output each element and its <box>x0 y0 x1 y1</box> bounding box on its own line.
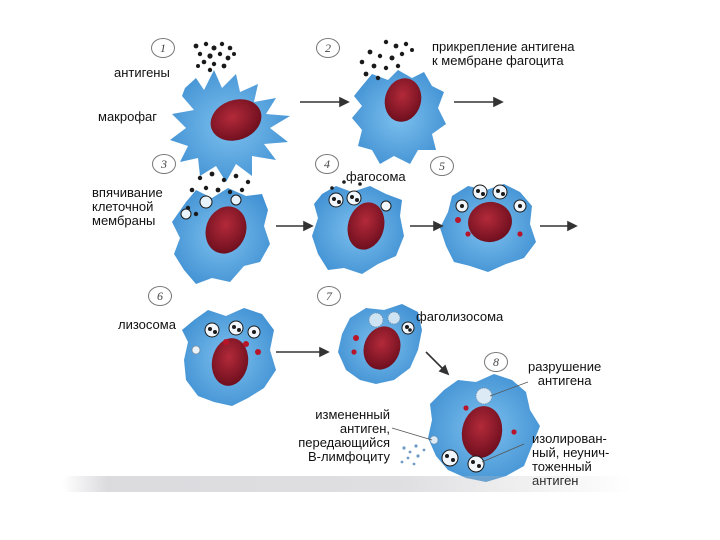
step-number-2: 2 <box>316 38 340 58</box>
arrow-4-to-5 <box>410 220 444 232</box>
pointer-modified-antigen <box>391 427 433 441</box>
arrow-2-to-next <box>454 96 504 108</box>
step-number-6: 6 <box>148 286 172 306</box>
nucleus-2 <box>384 78 422 122</box>
label-phagosome: фагосома <box>346 169 406 184</box>
arrow-1-to-2 <box>300 96 350 108</box>
scan-smudge <box>62 476 632 492</box>
step-number-1: 1 <box>151 38 175 58</box>
step-number-5: 5 <box>430 156 454 176</box>
step-number-7: 7 <box>317 286 341 306</box>
macrophage-cell-7 <box>338 304 422 384</box>
step-number-8: 8 <box>484 352 508 372</box>
step-number-4: 4 <box>315 154 339 174</box>
nucleus-3 <box>205 206 247 254</box>
nucleus-6 <box>211 338 249 386</box>
process-arrows <box>276 96 578 376</box>
label-pointers <box>391 381 529 463</box>
label-macrophage: макрофаг <box>98 109 157 124</box>
phagosomes-5 <box>455 184 527 237</box>
arrow-3-to-4 <box>276 220 314 232</box>
macrophage-cell-5 <box>440 184 536 272</box>
label-modified-antigen: измененный антиген, передающийся В-лимфо… <box>298 407 390 464</box>
label-lysosome: лизосома <box>118 317 176 332</box>
macrophage-cell-3 <box>172 188 270 284</box>
pointer-isolated-antigen <box>481 443 525 463</box>
label-destruction: разрушение антигена <box>528 359 602 388</box>
nucleus-8 <box>461 406 503 458</box>
nucleus-1 <box>210 99 262 141</box>
antigen-cluster-2 <box>359 39 414 81</box>
step-number-3: 3 <box>152 154 176 174</box>
label-phagolysosome: фаголизосома <box>416 309 504 324</box>
arrow-5-to-next <box>540 220 578 232</box>
macrophage-cell-6 <box>182 308 276 406</box>
label-antigens: антигены <box>114 65 170 80</box>
arrow-6-to-7 <box>276 346 330 358</box>
released-antigen-fragments <box>400 444 426 466</box>
macrophage-cell-2 <box>352 70 446 164</box>
label-attachment: прикрепление антигена к мембране фагоцит… <box>432 39 575 68</box>
nucleus-5 <box>468 201 512 243</box>
macrophage-cell-1 <box>170 70 290 182</box>
label-invagination: впячивание клеточной мембраны <box>92 185 163 228</box>
antigen-cluster-1 <box>193 41 236 73</box>
vesicles-8 <box>429 387 517 473</box>
phagolysosomes-7 <box>351 311 415 355</box>
invagination-pockets-3 <box>180 194 242 220</box>
nucleus-7 <box>363 326 401 370</box>
antigen-cluster-3 <box>185 171 251 217</box>
phagosomes-4 <box>328 180 392 212</box>
pointer-destruction <box>489 381 529 397</box>
lysosomes-6 <box>191 320 261 355</box>
nucleus-4 <box>347 202 385 250</box>
arrow-7-to-8 <box>425 351 450 376</box>
